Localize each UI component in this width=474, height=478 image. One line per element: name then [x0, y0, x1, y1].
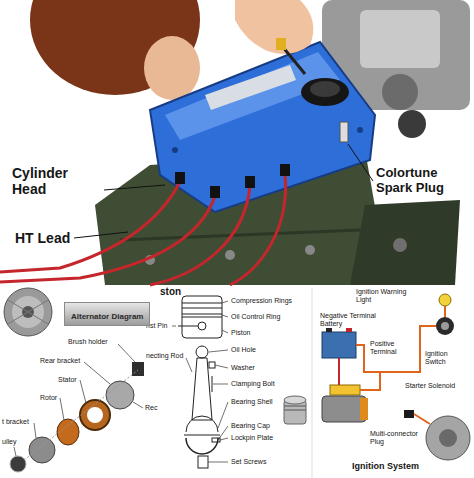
label-text: Set Screws — [231, 458, 266, 465]
part-label: Ignition System — [352, 461, 419, 471]
part-label: Ignition Warning Light — [356, 288, 414, 304]
label-text: Cylinder Head — [12, 165, 68, 197]
part-label: Washer — [231, 364, 255, 372]
label-text: Rotor — [40, 394, 57, 401]
part-label: Cylinder Head — [12, 165, 104, 197]
leader-lines — [74, 144, 373, 238]
part-label: HT Lead — [15, 230, 70, 246]
label-text: Positive Terminal — [370, 340, 396, 355]
label-text: Ignition Warning Light — [356, 288, 406, 303]
label-text: Lockpin Plate — [231, 434, 273, 441]
label-text: Negative Terminal Battery — [320, 312, 376, 327]
label-text: Piston — [231, 329, 250, 336]
label-text: Bearing Cap — [231, 422, 270, 429]
label-text: Clamping Bolt — [231, 380, 275, 387]
part-label: Clamping Bolt — [231, 380, 275, 388]
label-text: Brush holder — [68, 338, 108, 345]
spark-plug — [340, 122, 348, 142]
part-label: Rotor — [40, 394, 57, 402]
part-label: ulley — [2, 438, 16, 446]
label-text: ulley — [2, 438, 16, 445]
hand — [235, 0, 313, 74]
rocker-cover — [150, 42, 375, 212]
part-label: Oil Hole — [231, 346, 256, 354]
part-label: Positive Terminal — [370, 340, 416, 356]
part-label: Ignition Switch — [425, 350, 467, 366]
part-label: t bracket — [2, 418, 29, 426]
part-label: Rear bracket — [40, 357, 80, 365]
part-label: Multi-connector Plug — [370, 430, 424, 446]
wires — [339, 306, 445, 424]
label-text: Ignition System — [352, 461, 419, 471]
alternator-photo — [4, 288, 52, 336]
label-text: Washer — [231, 364, 255, 371]
label-text: t bracket — [2, 418, 29, 425]
label-text: ston — [160, 286, 181, 297]
piston-photo — [284, 396, 306, 424]
part-label: Negative Terminal Battery — [320, 312, 382, 328]
part-label: Lockpin Plate — [231, 434, 273, 442]
label-text: Compression Rings — [231, 297, 292, 304]
part-label: Compression Rings — [231, 297, 292, 305]
part-label: Rec — [145, 404, 157, 412]
part-label: necting Rod — [146, 352, 183, 360]
label-text: Starter Solenoid — [405, 382, 455, 389]
plug-boots — [175, 164, 290, 198]
person-head — [30, 0, 200, 100]
part-label: Bearing Shell — [231, 398, 273, 406]
label-text: Bearing Shell — [231, 398, 273, 405]
label-text: Ignition Switch — [425, 350, 448, 365]
label-text: Rear bracket — [40, 357, 80, 364]
label-text: Multi-connector Plug — [370, 430, 418, 445]
part-label: Piston — [231, 329, 250, 337]
alternator-parts — [10, 362, 144, 472]
part-label: Set Screws — [231, 458, 266, 466]
label-text: Stator — [58, 376, 77, 383]
part-label: Starter Solenoid — [405, 382, 457, 390]
leader-lines — [172, 301, 228, 462]
part-label: Oil Control Ring — [231, 313, 280, 321]
leader-lines — [14, 344, 143, 456]
part-label: Brush holder — [68, 338, 108, 346]
title-banner: Alternator Diagram — [64, 302, 150, 326]
label-text: Oil Control Ring — [231, 313, 280, 320]
label-text: HT Lead — [15, 230, 70, 246]
part-label: ston — [160, 286, 181, 298]
label-text: Rec — [145, 404, 157, 411]
label-text: Oil Hole — [231, 346, 256, 353]
label-text: necting Rod — [146, 352, 183, 359]
part-label: Bearing Cap — [231, 422, 270, 430]
banner-text: Alternator Diagram — [71, 312, 143, 321]
part-label: Colortune Spark Plug — [376, 166, 468, 196]
label-text: Colortune Spark Plug — [376, 165, 444, 195]
ignition-illustration — [312, 288, 470, 478]
piston-drawing — [178, 296, 222, 468]
part-label: Stator — [58, 376, 77, 384]
